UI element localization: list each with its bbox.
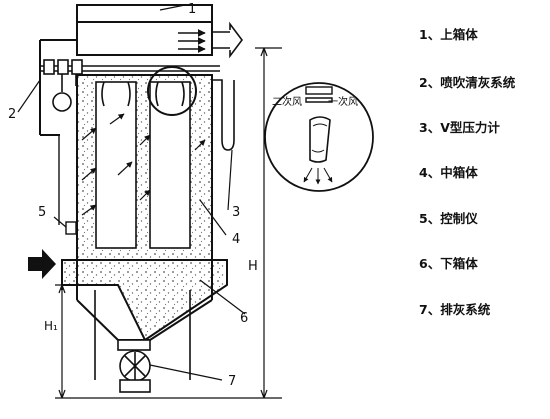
v-manometer [212,79,235,151]
callout-4: 4 [232,232,240,247]
legend-item-middle-box: 4、中箱体 [419,165,478,180]
callout-7: 7 [228,374,236,389]
nozzle-detail-inset: 二次风 一次风 [264,82,374,192]
legend-item-v-manometer: 3、V型压力计 [419,120,500,135]
callout-3: 3 [232,205,240,220]
inset-secondary-air-label: 二次风 [272,95,302,108]
airflow-arrows [81,113,206,216]
inset-primary-air-label: 一次风 [328,95,358,108]
lower-hopper [61,259,228,380]
middle-box [76,66,213,261]
legend-item-pulse-cleaning-system: 2、喷吹清灰系统 [419,75,516,90]
callout-1: 1 [188,2,196,17]
legend-item-controller: 5、控制仪 [419,211,478,226]
discharge-valve [119,350,151,393]
dimension-lines [55,47,282,399]
dimension-h-label: H [248,259,258,274]
dimension-h1-label: H₁ [44,319,58,333]
controller [58,135,77,235]
callout-6: 6 [240,311,248,326]
callout-leaders [17,4,246,381]
callout-labels: 1 2 3 4 5 6 7 [8,2,248,389]
legend-item-upper-box: 1、上箱体 [419,27,478,42]
legend-item-ash-discharge-system: 7、排灰系统 [419,302,491,317]
callout-2: 2 [8,107,16,122]
legend-item-lower-box: 6、下箱体 [419,256,478,271]
upper-box [39,4,213,136]
callout-5: 5 [38,205,46,220]
outlet-duct [178,21,243,59]
inlet-arrow [28,249,56,279]
